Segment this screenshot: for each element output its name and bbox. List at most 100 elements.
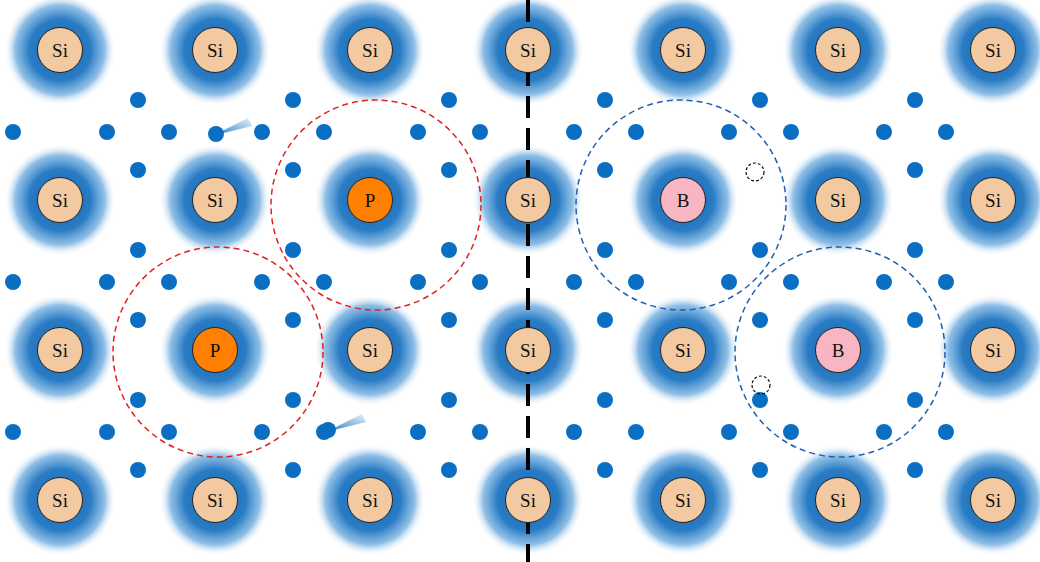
element-symbol: Si [52,191,68,210]
atom-circle: Si [505,477,551,523]
atom-circle: Si [815,27,861,73]
atom-circle: B [660,177,706,223]
valence-electron [99,424,115,440]
element-symbol: Si [985,491,1001,510]
electron-cloud [782,444,894,556]
atom-circle: Si [505,327,551,373]
element-symbol: Si [830,491,846,510]
valence-electron [285,162,301,178]
valence-electron [783,274,799,290]
element-symbol: P [210,341,221,360]
element-symbol: Si [830,41,846,60]
valence-electron [285,312,301,328]
valence-electron [5,124,21,140]
valence-electron [130,92,146,108]
valence-electron [130,462,146,478]
atom-circle: B [815,327,861,373]
valence-electron [938,274,954,290]
valence-electron [628,124,644,140]
element-symbol: Si [520,41,536,60]
valence-electron [254,424,270,440]
atom-circle: Si [192,477,238,523]
hole [746,163,764,181]
valence-electron [876,424,892,440]
valence-electron [907,312,923,328]
valence-electrons [5,92,954,478]
atom-circle: Si [505,27,551,73]
atom-circle: Si [970,177,1016,223]
valence-electron [285,92,301,108]
atom-circle: Si [37,327,83,373]
element-symbol: Si [830,191,846,210]
electron-cloud [782,144,894,256]
atom-circle: Si [347,327,393,373]
element-symbol: Si [520,491,536,510]
electron-cloud [4,144,116,256]
element-symbol: Si [207,191,223,210]
valence-electron [783,124,799,140]
element-symbol: Si [52,491,68,510]
atom-circle: Si [347,477,393,523]
valence-electron [752,92,768,108]
acceptor-region [576,100,786,310]
electron-cloud [159,444,271,556]
atom-circle: Si [37,177,83,223]
electron-cloud [314,294,426,406]
valence-electron [628,274,644,290]
element-symbol: Si [520,191,536,210]
valence-electron [752,312,768,328]
valence-electron [566,424,582,440]
element-symbol: Si [520,341,536,360]
valence-electron [597,312,613,328]
electron-cloud [4,444,116,556]
electron-cloud [314,444,426,556]
electron-cloud [937,144,1040,256]
valence-electron [441,162,457,178]
valence-electron [721,124,737,140]
valence-electron [472,424,488,440]
atom-circle: Si [815,177,861,223]
electron-cloud [4,0,116,106]
atom-circle: Si [970,327,1016,373]
valence-electron [254,124,270,140]
valence-electron [597,242,613,258]
element-symbol: Si [207,41,223,60]
element-symbol: Si [52,341,68,360]
valence-electron [597,162,613,178]
electron-cloud [627,444,739,556]
valence-electron [410,124,426,140]
element-symbol: Si [362,41,378,60]
electron-cloud [937,0,1040,106]
valence-electron [441,312,457,328]
valence-electron [254,274,270,290]
valence-electron [316,124,332,140]
valence-electron [441,392,457,408]
valence-electron [783,424,799,440]
valence-electron [907,462,923,478]
electron-cloud [937,444,1040,556]
electron-cloud [627,0,739,106]
electron-cloud [314,0,426,106]
element-symbol: B [832,341,845,360]
element-symbol: Si [985,341,1001,360]
atom-circle: Si [192,177,238,223]
element-symbol: B [677,191,690,210]
electron-cloud [4,294,116,406]
valence-electron [285,392,301,408]
valence-electron [5,424,21,440]
atom-circle: Si [660,27,706,73]
valence-electron [907,162,923,178]
valence-electron [907,92,923,108]
valence-electron [597,392,613,408]
element-symbol: P [365,191,376,210]
valence-electron [99,274,115,290]
electron-cloud [4,0,1040,556]
donor-region [271,100,481,310]
valence-electron [441,92,457,108]
hole [752,376,770,394]
electron-cloud [782,0,894,106]
valence-electron [907,392,923,408]
element-symbol: Si [675,341,691,360]
valence-electron [721,274,737,290]
